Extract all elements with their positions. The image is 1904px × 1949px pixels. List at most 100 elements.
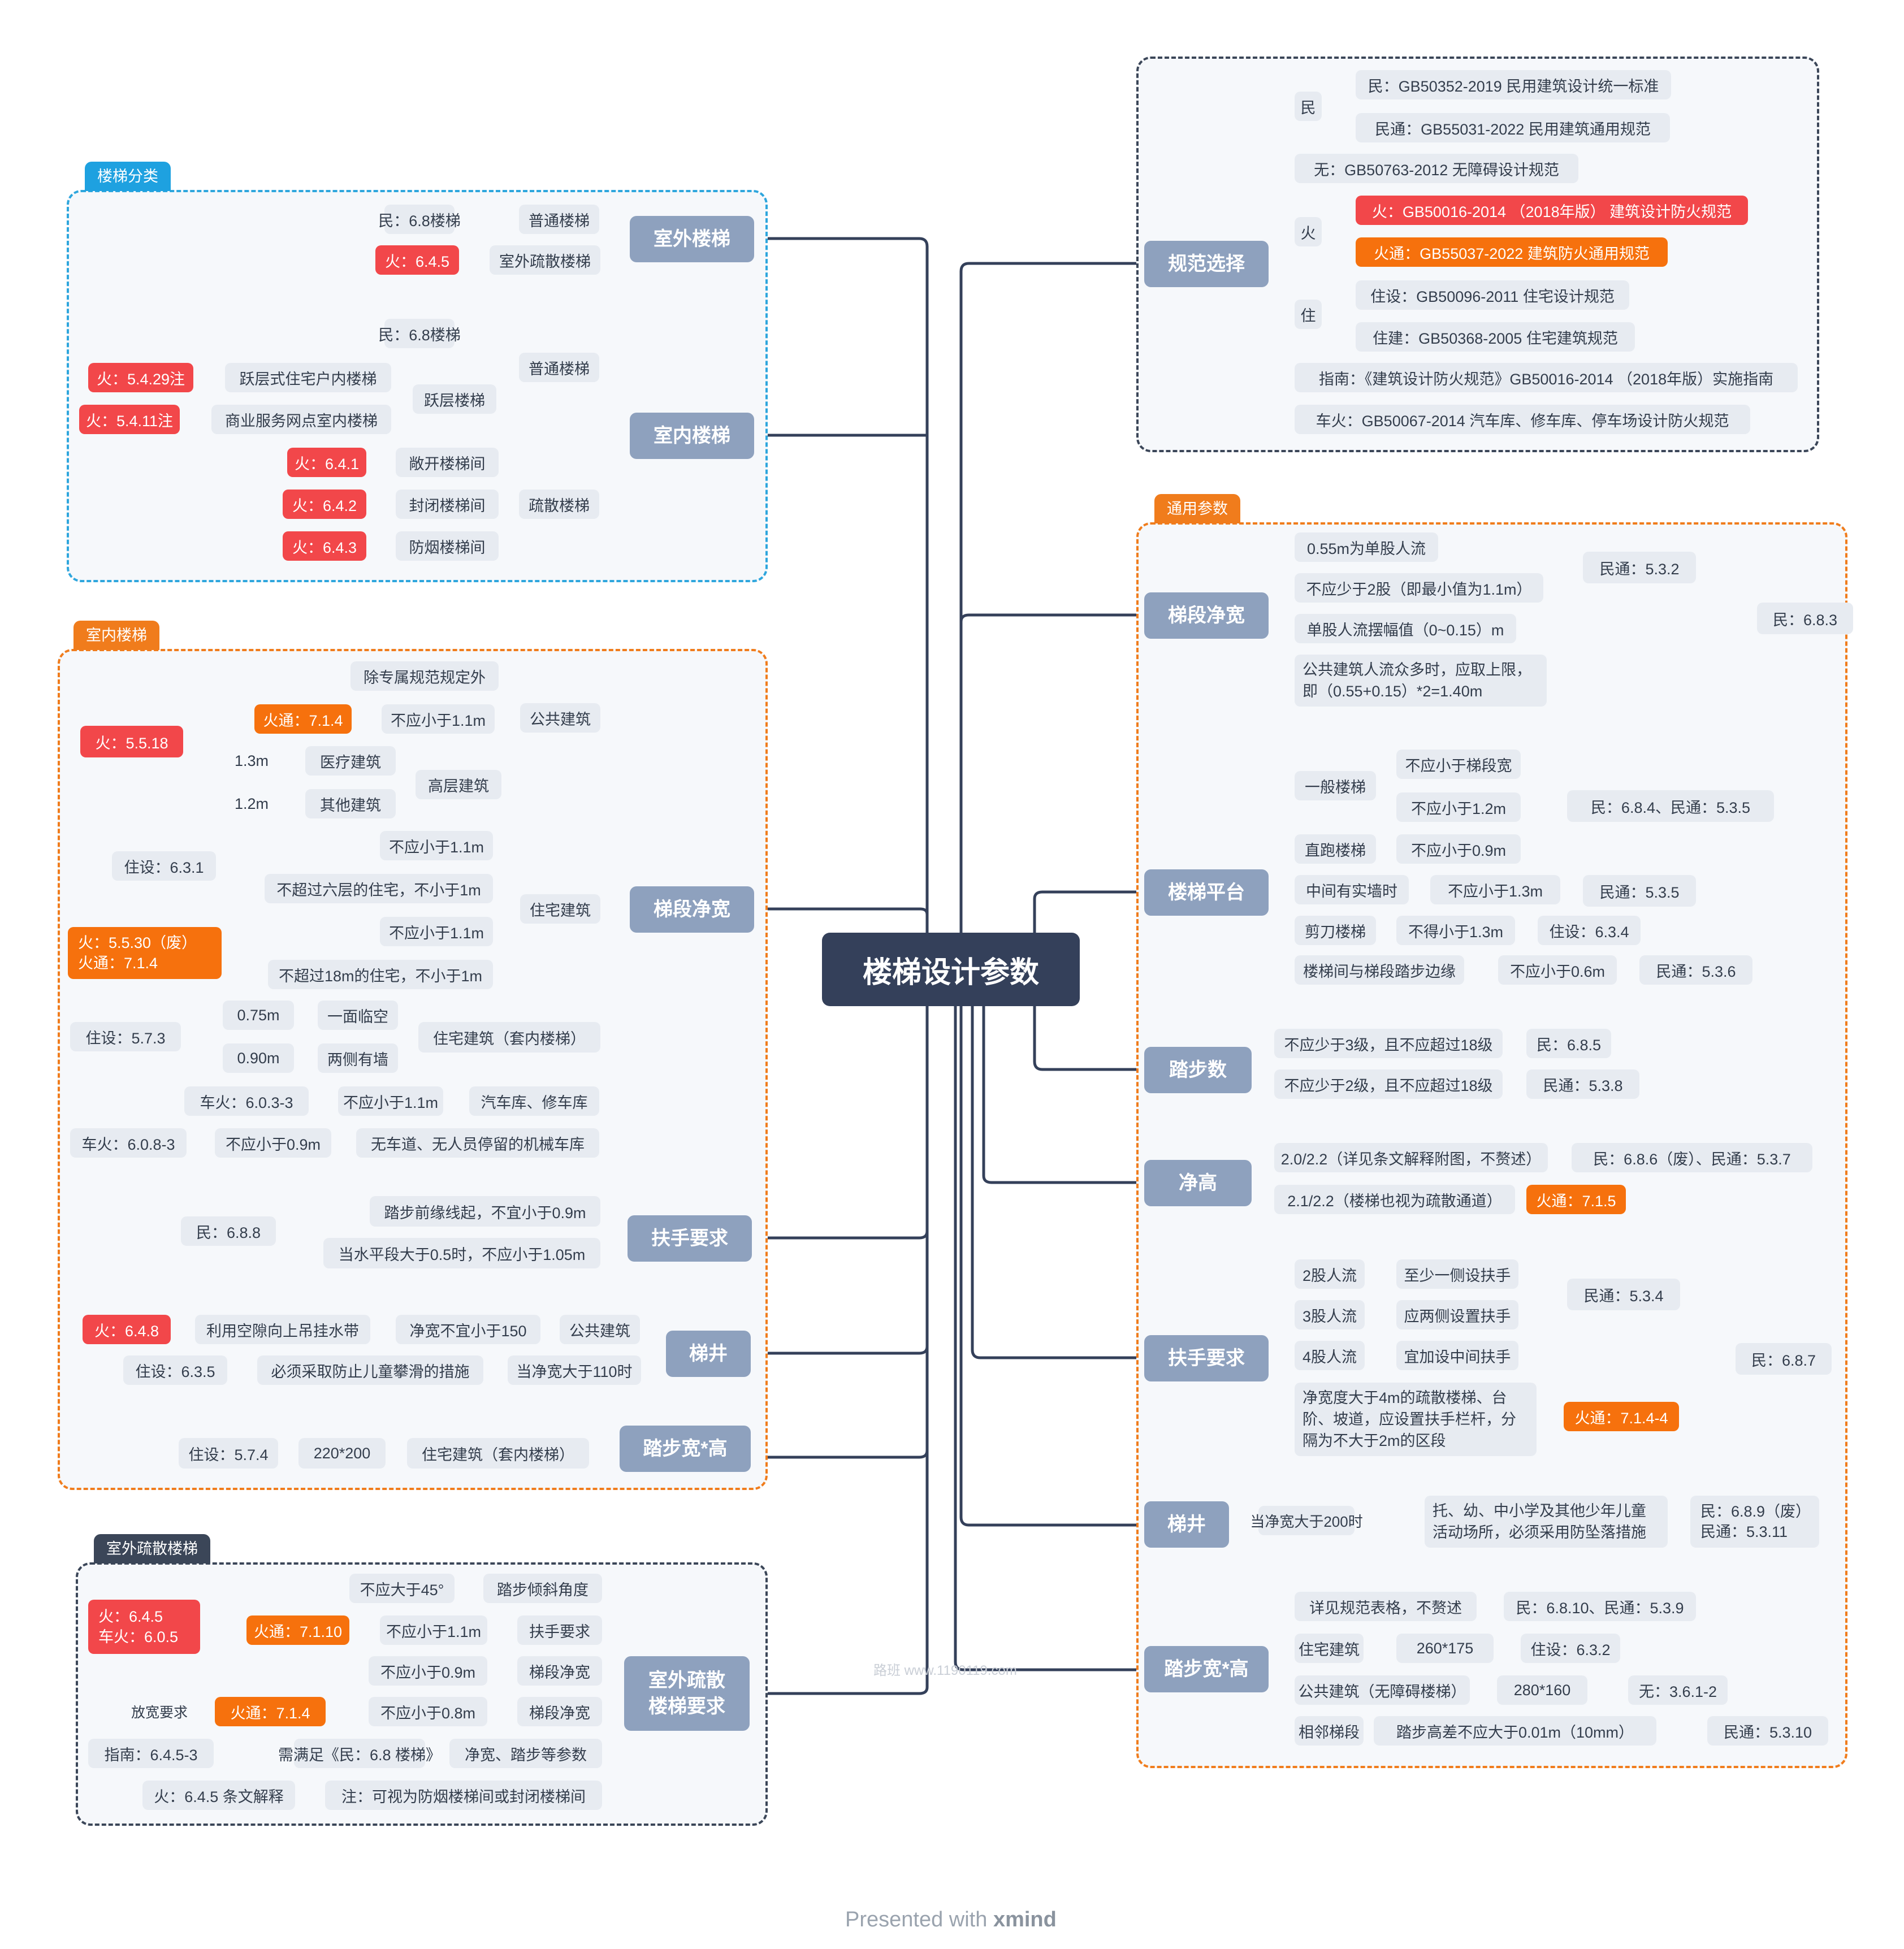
leaf-garage-0-9[interactable]: 不应小于0.9m bbox=[215, 1128, 331, 1158]
ref-min-6-8-5[interactable]: 民：6.8.5 bbox=[1526, 1029, 1611, 1058]
leaf-hr-1-05[interactable]: 当水平段大于0.5时，不应小于1.05m bbox=[323, 1238, 600, 1268]
leaf-tread-220[interactable]: 220*200 bbox=[298, 1438, 386, 1469]
leaf-oe-angle[interactable]: 踏步倾斜角度 bbox=[483, 1574, 602, 1603]
leaf-p-general[interactable]: 一般楼梯 bbox=[1295, 771, 1376, 800]
branch-platform[interactable]: 楼梯平台 bbox=[1144, 869, 1269, 916]
leaf-outdoor-evac-stair[interactable]: 室外疏散楼梯 bbox=[490, 245, 600, 275]
leaf-p-straight[interactable]: 直跑楼梯 bbox=[1295, 834, 1376, 864]
ref-zhushe-6-3-2[interactable]: 住设：6.3.2 bbox=[1521, 1634, 1620, 1663]
leaf-res-suite[interactable]: 住宅建筑（套内楼梯） bbox=[418, 1022, 600, 1053]
leaf-t3v[interactable]: 280*160 bbox=[1497, 1675, 1587, 1705]
leaf-t3[interactable]: 公共建筑（无障碍楼梯） bbox=[1295, 1675, 1470, 1705]
branch-width-right[interactable]: 梯段净宽 bbox=[1144, 592, 1269, 639]
ref-huo-6-4-1[interactable]: 火：6.4.1 bbox=[287, 448, 366, 477]
leaf-oe-width2[interactable]: 梯段净宽 bbox=[517, 1697, 602, 1726]
ref-mintong-5-3-2[interactable]: 民通：5.3.2 bbox=[1583, 552, 1696, 583]
leaf-s1[interactable]: 不应少于3级，且不应超过18级 bbox=[1274, 1029, 1503, 1058]
leaf-public-1-1[interactable]: 不应小于1.1m bbox=[382, 704, 495, 734]
leaf-r4[interactable]: 4股人流 bbox=[1295, 1341, 1365, 1370]
leaf-p-0-6[interactable]: 不应小于0.6m bbox=[1498, 955, 1617, 985]
leaf-oe-handrail[interactable]: 扶手要求 bbox=[517, 1615, 602, 1645]
leaf-duplex-stair[interactable]: 跃层楼梯 bbox=[413, 384, 496, 414]
branch-handrail-left[interactable]: 扶手要求 bbox=[628, 1215, 752, 1262]
ref-min-6-8-7[interactable]: 民：6.8.7 bbox=[1736, 1343, 1832, 1375]
leaf-p-1-3b[interactable]: 不得小于1.3m bbox=[1396, 916, 1515, 945]
leaf-highrise[interactable]: 高层建筑 bbox=[416, 770, 501, 799]
ref-mintong-5-3-10[interactable]: 民通：5.3.10 bbox=[1707, 1716, 1828, 1746]
leaf-zhu[interactable]: 住 bbox=[1295, 300, 1322, 329]
ref-zhushe-6-3-5[interactable]: 住设：6.3.5 bbox=[123, 1355, 227, 1385]
leaf-p-1-2[interactable]: 不应小于1.2m bbox=[1396, 792, 1521, 822]
leaf-h2[interactable]: 2.1/2.2（楼梯也视为疏散通道） bbox=[1274, 1185, 1515, 1214]
ref-huo-6-4-5[interactable]: 火：6.4.5 bbox=[375, 245, 459, 275]
branch-outdoor-evac[interactable]: 室外疏散楼梯要求 bbox=[624, 1656, 750, 1731]
ref-huo-6-4-8[interactable]: 火：6.4.8 bbox=[83, 1315, 171, 1344]
leaf-p-ge-width[interactable]: 不应小于梯段宽 bbox=[1396, 750, 1521, 779]
ref-p-ref[interactable]: 民：6.8.4、民通：5.3.5 bbox=[1567, 790, 1774, 822]
leaf-t2v[interactable]: 260*175 bbox=[1396, 1634, 1494, 1663]
ref-chehuo-gb[interactable]: 车火：GB50067-2014 汽车库、修车库、停车场设计防火规范 bbox=[1295, 405, 1750, 434]
leaf-p-wall[interactable]: 中间有实墙时 bbox=[1295, 875, 1409, 904]
leaf-tread-res[interactable]: 住宅建筑（套内楼梯） bbox=[407, 1438, 589, 1469]
leaf-p-1-3[interactable]: 不应小于1.3m bbox=[1430, 875, 1560, 904]
leaf-t1[interactable]: 详见规范表格，不赘述 bbox=[1295, 1592, 1477, 1621]
leaf-r2[interactable]: 2股人流 bbox=[1295, 1259, 1365, 1289]
leaf-1-3m[interactable]: 1.3m bbox=[234, 752, 269, 769]
leaf-oe-params[interactable]: 净宽、踏步等参数 bbox=[449, 1739, 602, 1768]
branch-well-left[interactable]: 梯井 bbox=[666, 1331, 751, 1377]
leaf-t4[interactable]: 相邻梯段 bbox=[1295, 1716, 1364, 1746]
leaf-w4[interactable]: 公共建筑人流众多时，应取上限，即（0.55+0.15）*2=1.40m bbox=[1295, 655, 1547, 707]
leaf-res-1-1-a[interactable]: 不应小于1.1m bbox=[380, 831, 493, 860]
ref-min-6-8-8[interactable]: 民：6.8.8 bbox=[181, 1216, 276, 1246]
leaf-well-public[interactable]: 公共建筑 bbox=[560, 1315, 640, 1344]
leaf-r4v[interactable]: 宜加设中间扶手 bbox=[1396, 1341, 1518, 1370]
leaf-well-200[interactable]: 当净宽大于200时 bbox=[1250, 1506, 1363, 1535]
leaf-oe-not45[interactable]: 不应大于45° bbox=[349, 1574, 455, 1603]
ref-oe-huotong-7-1-10[interactable]: 火通：7.1.10 bbox=[246, 1615, 349, 1645]
leaf-hr-0-9[interactable]: 踏步前缘线起，不宜小于0.9m bbox=[370, 1196, 600, 1227]
branch-outdoor-stair[interactable]: 室外楼梯 bbox=[630, 216, 754, 262]
branch-well-right[interactable]: 梯井 bbox=[1144, 1501, 1229, 1548]
ref-oe-huo-explain[interactable]: 火：6.4.5 条文解释 bbox=[142, 1781, 295, 1810]
leaf-other-bldg[interactable]: 其他建筑 bbox=[305, 789, 396, 818]
leaf-shop-stair[interactable]: 商业服务网点室内楼梯 bbox=[211, 405, 391, 434]
leaf-t2[interactable]: 住宅建筑 bbox=[1295, 1634, 1364, 1663]
ref-zhushe-gb[interactable]: 住设：GB50096-2011 住宅设计规范 bbox=[1356, 280, 1629, 310]
leaf-well-child-right[interactable]: 托、幼、中小学及其他少年儿童活动场所，必须采用防坠落措施 bbox=[1425, 1496, 1668, 1548]
leaf-well-hose[interactable]: 利用空隙向上吊挂水带 bbox=[195, 1315, 370, 1344]
ref-mintong-5-3-5[interactable]: 民通：5.3.5 bbox=[1583, 875, 1696, 907]
leaf-closed-stair[interactable]: 封闭楼梯间 bbox=[396, 490, 499, 519]
leaf-r2v[interactable]: 至少一侧设扶手 bbox=[1396, 1259, 1518, 1289]
branch-tread-right[interactable]: 踏步宽*高 bbox=[1144, 1646, 1269, 1692]
leaf-medical[interactable]: 医疗建筑 bbox=[305, 746, 396, 776]
leaf-garage-1-1[interactable]: 不应小于1.1m bbox=[338, 1086, 443, 1116]
ref-zhujian-gb[interactable]: 住建：GB50368-2005 住宅建筑规范 bbox=[1356, 322, 1635, 352]
ref-zhushe-6-3-4[interactable]: 住设：6.3.4 bbox=[1538, 916, 1641, 945]
leaf-unmanned-garage[interactable]: 无车道、无人员停留的机械车库 bbox=[356, 1128, 599, 1158]
leaf-p-0-9[interactable]: 不应小于0.9m bbox=[1396, 834, 1521, 864]
leaf-public-bldg[interactable]: 公共建筑 bbox=[520, 703, 600, 733]
leaf-oe-satisfy[interactable]: 需满足《民：6.8 楼梯》 bbox=[278, 1739, 441, 1768]
leaf-min[interactable]: 民 bbox=[1295, 92, 1322, 121]
ref-wu-gb[interactable]: 无：GB50763-2012 无障碍设计规范 bbox=[1295, 154, 1578, 183]
ref-huotong-7-1-4-4[interactable]: 火通：7.1.4-4 bbox=[1564, 1402, 1679, 1431]
leaf-well-child[interactable]: 必须采取防止儿童攀滑的措施 bbox=[257, 1355, 483, 1385]
leaf-0-90m[interactable]: 0.90m bbox=[223, 1043, 294, 1073]
ref-huotong-7-1-5[interactable]: 火通：7.1.5 bbox=[1526, 1185, 1626, 1214]
ref-chehuo-6-0-8[interactable]: 车火：6.0.8-3 bbox=[70, 1128, 187, 1158]
ref-h1[interactable]: 民：6.8.6（废）、民通：5.3.7 bbox=[1572, 1143, 1812, 1172]
ref-huo-6-4-3[interactable]: 火：6.4.3 bbox=[283, 531, 366, 561]
leaf-oe-width1[interactable]: 梯段净宽 bbox=[517, 1656, 602, 1686]
leaf-w1[interactable]: 0.55m为单股人流 bbox=[1295, 532, 1438, 562]
leaf-garage[interactable]: 汽车库、修车库 bbox=[469, 1086, 599, 1116]
branch-handrail-right[interactable]: 扶手要求 bbox=[1144, 1335, 1269, 1381]
leaf-one-side-open[interactable]: 一面临空 bbox=[318, 1001, 398, 1030]
central-topic[interactable]: 楼梯设计参数 bbox=[822, 933, 1080, 1006]
leaf-well-gt110[interactable]: 当净宽大于110时 bbox=[508, 1355, 641, 1385]
leaf-six-floor[interactable]: 不超过六层的住宅，不小于1m bbox=[265, 874, 493, 903]
leaf-r3[interactable]: 3股人流 bbox=[1295, 1300, 1365, 1329]
leaf-duplex-home[interactable]: 跃层式住宅户内楼梯 bbox=[225, 363, 391, 392]
ref-mintong-5-3-8[interactable]: 民通：5.3.8 bbox=[1526, 1069, 1639, 1099]
leaf-open-stair[interactable]: 敞开楼梯间 bbox=[396, 448, 499, 477]
leaf-huo[interactable]: 火 bbox=[1295, 217, 1322, 246]
